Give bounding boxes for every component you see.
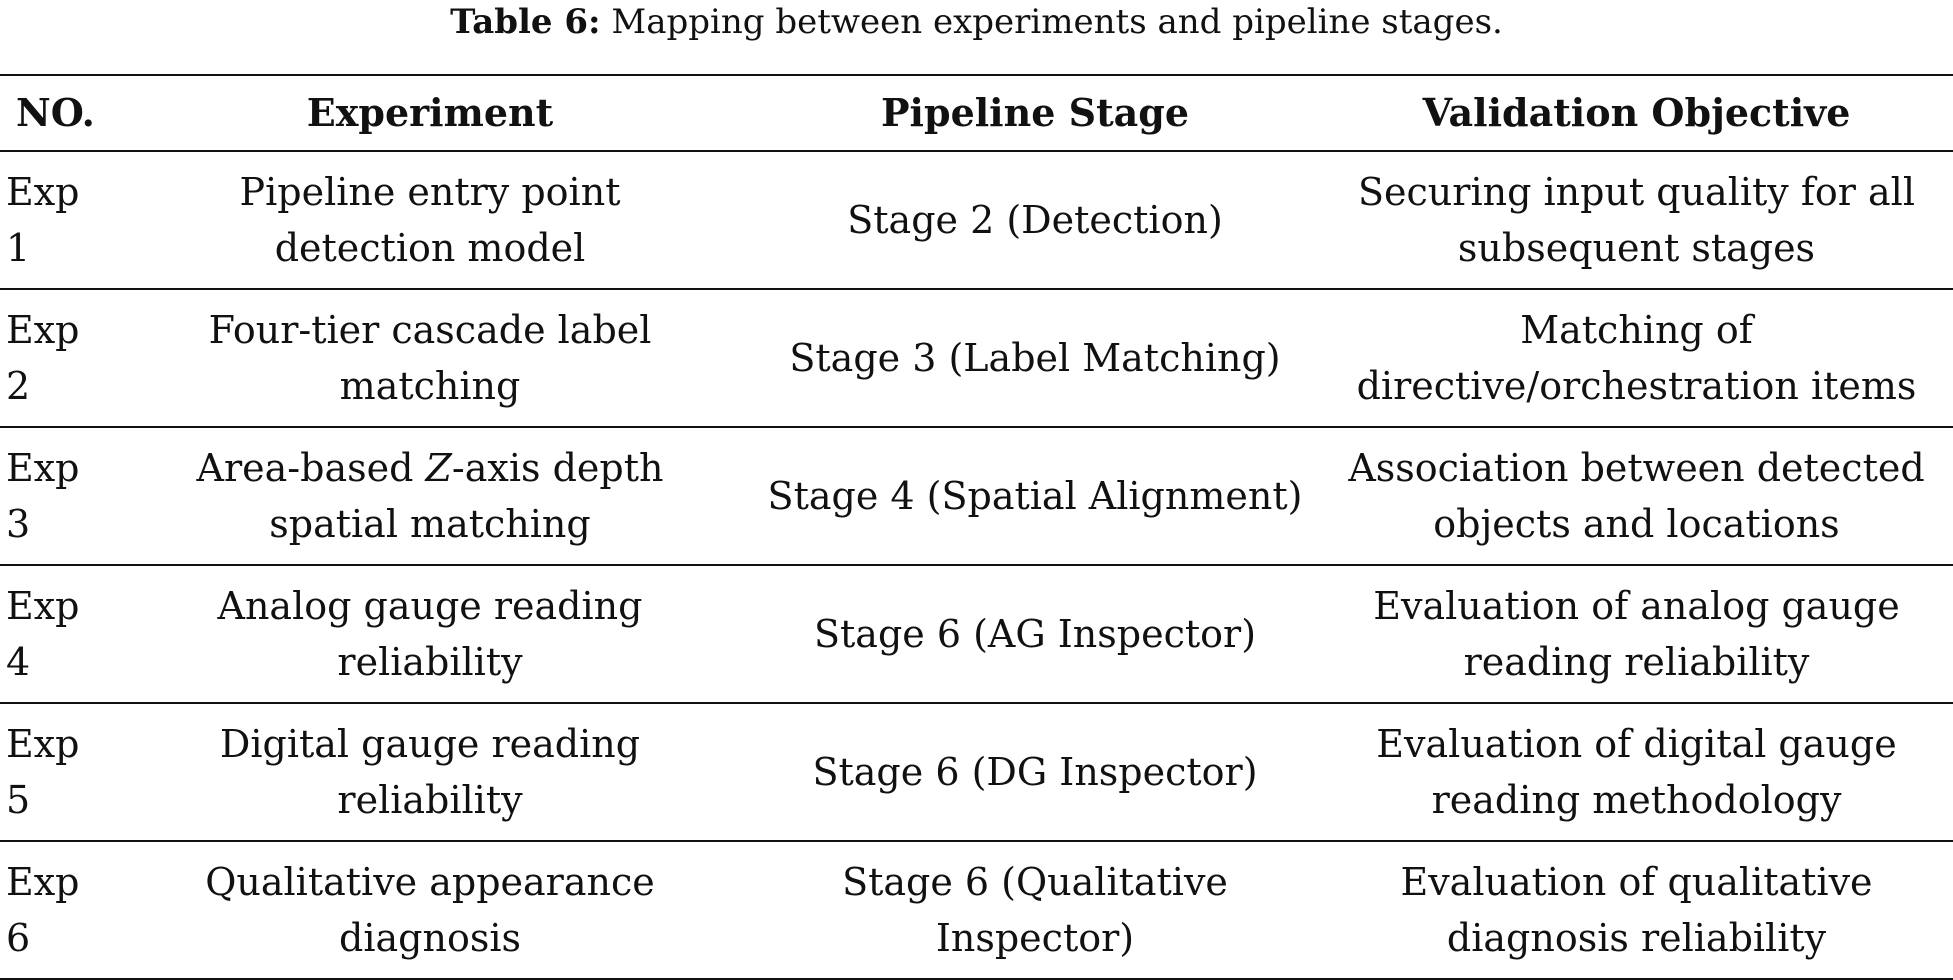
- header-validation-objective: Validation Objective: [1320, 74, 1953, 152]
- cell-no: Exp 4: [0, 565, 110, 704]
- cell-line: detection model: [274, 226, 586, 270]
- cell-experiment: Area-based Z-axis depth spatial matching: [110, 427, 750, 566]
- cell-no: Exp 1: [0, 151, 110, 290]
- cell-no: Exp 5: [0, 703, 110, 842]
- cell-line: Four-tier cascade label: [208, 308, 652, 352]
- header-no: NO.: [0, 74, 110, 152]
- table-row: Exp 4 Analog gauge reading reliability St…: [0, 565, 1953, 704]
- cell-line: diagnosis reliability: [1446, 916, 1827, 960]
- table-row: Exp 5 Digital gauge reading reliability S…: [0, 703, 1953, 842]
- cell-line: Analog gauge reading: [217, 584, 643, 628]
- experiment-stage-table: NO. Experiment Pipeline Stage Validation…: [0, 74, 1953, 980]
- table-container: NO. Experiment Pipeline Stage Validation…: [0, 74, 1953, 980]
- cell-stage: Stage 6 (AG Inspector): [750, 565, 1320, 704]
- table-header-row: NO. Experiment Pipeline Stage Validation…: [0, 74, 1953, 152]
- cell-no: Exp 2: [0, 289, 110, 428]
- cell-text: -axis depth: [451, 446, 664, 490]
- cell-line: matching: [339, 364, 521, 408]
- cell-objective: Association between detected objects and …: [1320, 427, 1953, 566]
- cell-line: Digital gauge reading: [219, 722, 641, 766]
- cell-line: diagnosis: [339, 916, 521, 960]
- cell-stage: Stage 6 (DG Inspector): [750, 703, 1320, 842]
- header-experiment: Experiment: [110, 74, 750, 152]
- table-caption-text: Mapping between experiments and pipeline…: [600, 2, 1503, 42]
- table-row: Exp 6 Qualitative appearance diagnosis St…: [0, 841, 1953, 980]
- cell-line: spatial matching: [269, 502, 591, 546]
- cell-line: Securing input quality for all: [1358, 170, 1915, 214]
- cell-stage: Stage 6 (Qualitative Inspector): [750, 841, 1320, 980]
- cell-experiment: Pipeline entry point detection model: [110, 151, 750, 290]
- cell-text: Area-based: [196, 446, 426, 490]
- cell-objective: Evaluation of digital gauge reading metho…: [1320, 703, 1953, 842]
- table-caption-label: Table 6:: [450, 2, 601, 42]
- cell-italic-variable: Z: [425, 446, 452, 490]
- cell-line: objects and locations: [1433, 502, 1840, 546]
- cell-objective: Evaluation of analog gauge reading reliab…: [1320, 565, 1953, 704]
- header-pipeline-stage: Pipeline Stage: [750, 74, 1320, 152]
- cell-stage: Stage 4 (Spatial Alignment): [750, 427, 1320, 566]
- cell-line: subsequent stages: [1457, 226, 1816, 270]
- cell-line: directive/orchestration items: [1356, 364, 1917, 408]
- cell-experiment: Four-tier cascade label matching: [110, 289, 750, 428]
- cell-stage: Stage 2 (Detection): [750, 151, 1320, 290]
- table-row: Exp 1 Pipeline entry point detection mode…: [0, 151, 1953, 290]
- table-row: Exp 2 Four-tier cascade label matching St…: [0, 289, 1953, 428]
- cell-line: Evaluation of digital gauge: [1376, 722, 1897, 766]
- table-row: Exp 3 Area-based Z-axis depth spatial mat…: [0, 427, 1953, 566]
- cell-experiment: Analog gauge reading reliability: [110, 565, 750, 704]
- cell-objective: Matching of directive/orchestration items: [1320, 289, 1953, 428]
- cell-objective: Securing input quality for all subsequent…: [1320, 151, 1953, 290]
- cell-line: reliability: [337, 640, 523, 684]
- cell-line: reliability: [337, 778, 523, 822]
- table-caption: Table 6: Mapping between experiments and…: [0, 0, 1953, 58]
- cell-line: Evaluation of qualitative: [1400, 860, 1873, 904]
- cell-experiment: Digital gauge reading reliability: [110, 703, 750, 842]
- cell-line: reading reliability: [1463, 640, 1810, 684]
- cell-line: Matching of: [1520, 308, 1753, 352]
- cell-stage: Stage 3 (Label Matching): [750, 289, 1320, 428]
- cell-line: reading methodology: [1431, 778, 1842, 822]
- cell-experiment: Qualitative appearance diagnosis: [110, 841, 750, 980]
- cell-no: Exp 3: [0, 427, 110, 566]
- cell-line: Association between detected: [1348, 446, 1925, 490]
- cell-line: Evaluation of analog gauge: [1373, 584, 1900, 628]
- cell-line: Pipeline entry point: [239, 170, 621, 214]
- cell-no: Exp 6: [0, 841, 110, 980]
- cell-objective: Evaluation of qualitative diagnosis relia…: [1320, 841, 1953, 980]
- cell-line: Qualitative appearance: [205, 860, 655, 904]
